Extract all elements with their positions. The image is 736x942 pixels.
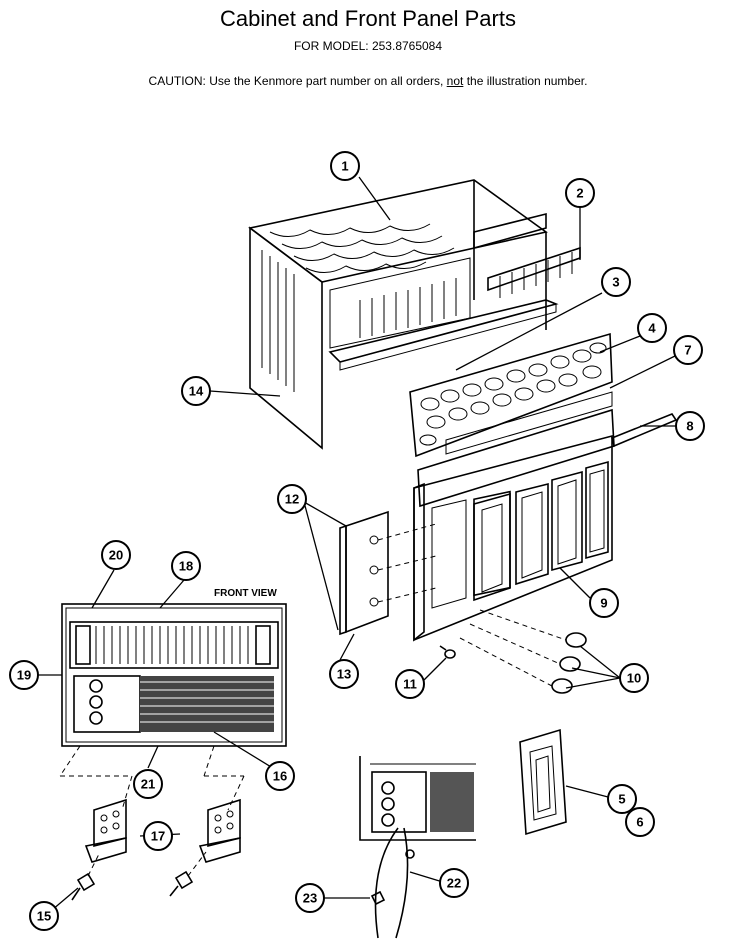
- rail-part-2-drawing: [487, 246, 581, 298]
- callout-11-number: 11: [403, 677, 417, 692]
- callout-5: 5: [607, 784, 637, 814]
- callout-18: 18: [171, 551, 201, 581]
- callout-4: 4: [637, 313, 667, 343]
- callout-19: 19: [9, 660, 39, 690]
- door-part-5-drawing: [519, 728, 567, 836]
- knobs-part-10-drawing: [459, 609, 587, 694]
- callout-7-number: 7: [684, 343, 691, 358]
- callout-17: 17: [143, 821, 173, 851]
- caution-emphasis: not: [446, 74, 464, 88]
- callout-21: 21: [133, 769, 163, 799]
- callout-20-number: 20: [109, 548, 123, 563]
- callout-13-number: 13: [337, 667, 351, 682]
- callout-11: 11: [395, 669, 425, 699]
- screw-part-11-drawing: [439, 645, 456, 659]
- brackets-part-17-drawing: [84, 798, 241, 877]
- callout-16-number: 16: [273, 769, 287, 784]
- callout-12: 12: [277, 484, 307, 514]
- cabinet-drawing: [248, 179, 559, 450]
- callout-4-number: 4: [648, 321, 656, 336]
- callout-19-number: 19: [17, 668, 31, 683]
- caution-prefix: CAUTION: Use the Kenmore part number on …: [148, 74, 447, 88]
- callout-2: 2: [565, 178, 595, 208]
- callout-23-number: 23: [303, 891, 317, 906]
- page-title: Cabinet and Front Panel Parts: [220, 6, 516, 31]
- callout-13: 13: [329, 659, 359, 689]
- callout-16: 16: [265, 761, 295, 791]
- cord-inset-drawing: [359, 756, 476, 939]
- leader-lines: [38, 176, 676, 911]
- front-panel-part-9-drawing: [413, 391, 615, 642]
- callout-21-number: 21: [141, 777, 155, 792]
- callout-6-number: 6: [636, 815, 643, 830]
- filter-part-4-drawing: [409, 332, 613, 458]
- callout-18-number: 18: [179, 559, 193, 574]
- callout-7: 7: [673, 335, 703, 365]
- callout-10: 10: [619, 663, 649, 693]
- callout-6: 6: [625, 807, 655, 837]
- front-view-drawing: [59, 603, 287, 811]
- callout-1-number: 1: [341, 159, 348, 174]
- screws-part-15-drawing: [71, 870, 194, 901]
- callout-10-number: 10: [627, 671, 641, 686]
- callout-17-number: 17: [151, 829, 165, 844]
- callout-15-number: 15: [37, 909, 51, 924]
- callout-23: 23: [295, 883, 325, 913]
- handle-part-8-drawing: [611, 413, 678, 448]
- callout-1: 1: [330, 151, 360, 181]
- callout-9: 9: [589, 588, 619, 618]
- callout-3: 3: [601, 267, 631, 297]
- callout-22-number: 22: [447, 876, 461, 891]
- callout-15: 15: [29, 901, 59, 931]
- callout-12-number: 12: [285, 492, 299, 507]
- callout-5-number: 5: [618, 792, 625, 807]
- callout-20: 20: [101, 540, 131, 570]
- callout-2-number: 2: [576, 186, 583, 201]
- callout-14-number: 14: [189, 384, 204, 399]
- callout-8: 8: [675, 411, 705, 441]
- callout-14: 14: [181, 376, 211, 406]
- callout-9-number: 9: [600, 596, 607, 611]
- caution-note: CAUTION: Use the Kenmore part number on …: [0, 74, 736, 88]
- control-bracket-part-13-drawing: [339, 510, 437, 636]
- front-view-label: FRONT VIEW: [214, 588, 277, 599]
- callout-22: 22: [439, 868, 469, 898]
- caution-suffix: the illustration number.: [463, 74, 588, 88]
- callout-3-number: 3: [612, 275, 619, 290]
- callout-8-number: 8: [686, 419, 693, 434]
- model-number: FOR MODEL: 253.8765084: [293, 39, 443, 53]
